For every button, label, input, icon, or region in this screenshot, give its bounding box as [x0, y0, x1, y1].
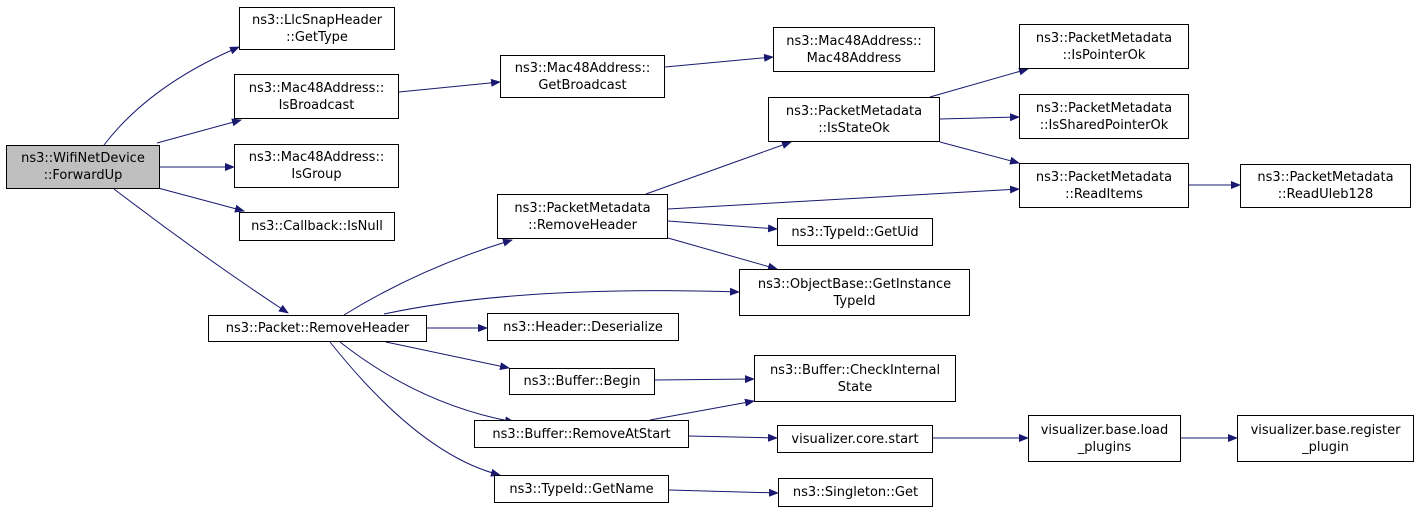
call-edge-isstateok-to-readitems	[939, 141, 1020, 165]
call-edge-root-to-isbcast	[156, 118, 242, 144]
graph-node-issharedok[interactable]: ns3::PacketMetadata::IsSharedPointerOk	[1019, 94, 1189, 139]
node-label-line: ::ReadItems	[1065, 186, 1143, 202]
graph-node-vload[interactable]: visualizer.base.load_plugins	[1028, 415, 1181, 462]
node-label-line: ns3::WifiNetDevice	[21, 151, 145, 166]
node-label-line: ns3::ObjectBase::GetInstance	[757, 276, 952, 292]
node-label-line: ns3::PacketMetadata	[1035, 30, 1173, 46]
node-label-line: GetBroadcast	[538, 77, 627, 93]
node-label-line: visualizer.base.load	[1040, 422, 1169, 438]
call-edge-root-to-llc	[103, 46, 240, 146]
node-label-line: ::GetType	[286, 29, 348, 45]
graph-node-llc[interactable]: ns3::LlcSnapHeader::GetType	[239, 7, 395, 50]
call-edge-getbcast-to-mac48	[664, 53, 774, 68]
call-edge-isbcast-to-getbcast	[398, 78, 501, 93]
call-edge-bufbegin-to-checkint	[654, 375, 755, 384]
call-edge-pmremove-to-getuid	[667, 220, 778, 233]
graph-node-readitems[interactable]: ns3::PacketMetadata::ReadItems	[1019, 163, 1189, 208]
node-label-line: ns3::PacketMetadata	[514, 200, 651, 216]
node-label-line: ns3::PacketMetadata	[1035, 100, 1173, 116]
node-label-line: ns3::Mac48Address::	[786, 33, 922, 49]
graph-node-isstateok[interactable]: ns3::PacketMetadata::IsStateOk	[768, 97, 940, 142]
call-edge-pmremove-to-isstateok	[645, 141, 792, 195]
graph-node-getuid[interactable]: ns3::TypeId::GetUid	[777, 218, 933, 246]
call-edge-removeat-to-checkint	[649, 398, 755, 421]
graph-node-isnull[interactable]: ns3::Callback::IsNull	[239, 212, 395, 241]
node-label-line: TypeId	[833, 293, 876, 309]
graph-node-vreg[interactable]: visualizer.base.register_plugin	[1237, 415, 1414, 462]
graph-node-deser[interactable]: ns3::Header::Deserialize	[487, 313, 679, 341]
graph-node-bufbegin[interactable]: ns3::Buffer::Begin	[509, 368, 655, 395]
graph-node-getbcast[interactable]: ns3::Mac48Address::GetBroadcast	[500, 55, 665, 98]
node-label-line: ns3::Mac48Address::	[514, 60, 651, 76]
graph-node-singleton[interactable]: ns3::Singleton::Get	[778, 478, 933, 507]
node-label-line: ::RemoveHeader	[528, 217, 637, 233]
graph-node-pktremove[interactable]: ns3::Packet::RemoveHeader	[208, 315, 427, 342]
graph-node-pmremove[interactable]: ns3::PacketMetadata::RemoveHeader	[497, 194, 668, 239]
call-edge-isstateok-to-issharedok	[939, 113, 1020, 122]
graph-node-removeat[interactable]: ns3::Buffer::RemoveAtStart	[474, 420, 689, 448]
node-label-line: visualizer.base.register	[1250, 422, 1401, 438]
node-label-line: ns3::PacketMetadata	[785, 103, 923, 119]
node-label-line: ns3::Header::Deserialize	[503, 319, 663, 335]
node-label-line: ::IsPointerOk	[1062, 47, 1146, 63]
node-label-line: State	[837, 379, 873, 395]
call-edge-getname-to-singleton	[668, 488, 779, 497]
node-label-line: IsGroup	[291, 167, 342, 182]
node-label-line: Mac48Address	[806, 50, 902, 66]
node-label-line: ns3::TypeId::GetName	[509, 481, 654, 497]
node-label-line: _plugin	[1302, 439, 1349, 455]
node-label-line: ns3::PacketMetadata	[1035, 169, 1173, 185]
node-label-line: ns3::Buffer::RemoveAtStart	[492, 426, 671, 442]
node-label-line: ::IsSharedPointerOk	[1039, 117, 1169, 133]
node-label-line: ns3::LlcSnapHeader	[251, 12, 383, 28]
graph-node-readuleb[interactable]: ns3::PacketMetadata::ReadUleb128	[1240, 164, 1411, 208]
node-label-line: ns3::PacketMetadata	[1257, 170, 1394, 185]
call-edge-pmremove-to-getinst	[667, 237, 778, 271]
node-label-line: ns3::Buffer::Begin	[523, 374, 641, 389]
graph-node-vcore[interactable]: visualizer.core.start	[777, 425, 933, 453]
call-edge-removeat-to-vcore	[688, 433, 778, 442]
node-label-line: ns3::Packet::RemoveHeader	[225, 321, 410, 336]
node-label-line: ns3::Mac48Address::	[248, 150, 385, 165]
node-label-line: ::IsStateOk	[818, 120, 890, 136]
graph-node-ispointerok[interactable]: ns3::PacketMetadata::IsPointerOk	[1019, 24, 1189, 69]
call-edge-root-to-pktremove	[113, 188, 289, 314]
graph-node-isgroup[interactable]: ns3::Mac48Address::IsGroup	[234, 144, 399, 188]
node-label-line: ns3::Callback::IsNull	[251, 219, 383, 234]
call-edge-pktremove-to-removeat	[339, 341, 515, 425]
call-edge-pktremove-to-getname	[329, 341, 501, 477]
graph-node-root[interactable]: ns3::WifiNetDevice::ForwardUp	[6, 145, 160, 189]
node-label-line: ::ReadUleb128	[1277, 187, 1374, 202]
graph-node-mac48[interactable]: ns3::Mac48Address::Mac48Address	[773, 27, 935, 72]
graph-node-getname[interactable]: ns3::TypeId::GetName	[494, 475, 669, 503]
call-edge-isstateok-to-ispointerok	[929, 67, 1029, 98]
node-label-line: ::ForwardUp	[43, 168, 123, 183]
call-edge-pktremove-to-bufbegin	[385, 341, 510, 371]
call-edge-pmremove-to-readitems	[667, 185, 1020, 210]
node-label-line: visualizer.core.start	[791, 431, 919, 447]
node-label-line: _plugins	[1077, 439, 1132, 455]
call-edge-pktremove-to-getinst	[383, 287, 740, 315]
node-label-line: ns3::TypeId::GetUid	[791, 224, 919, 240]
call-edge-root-to-isnull	[157, 187, 245, 213]
call-edge-pktremove-to-pmremove	[343, 238, 513, 316]
node-label-line: IsBroadcast	[278, 97, 355, 113]
node-label-line: ns3::Mac48Address::	[248, 80, 385, 96]
node-label-line: ns3::Buffer::CheckInternal	[769, 362, 941, 378]
node-label-line: ns3::Singleton::Get	[792, 485, 919, 500]
graph-node-isbcast[interactable]: ns3::Mac48Address::IsBroadcast	[234, 74, 399, 119]
